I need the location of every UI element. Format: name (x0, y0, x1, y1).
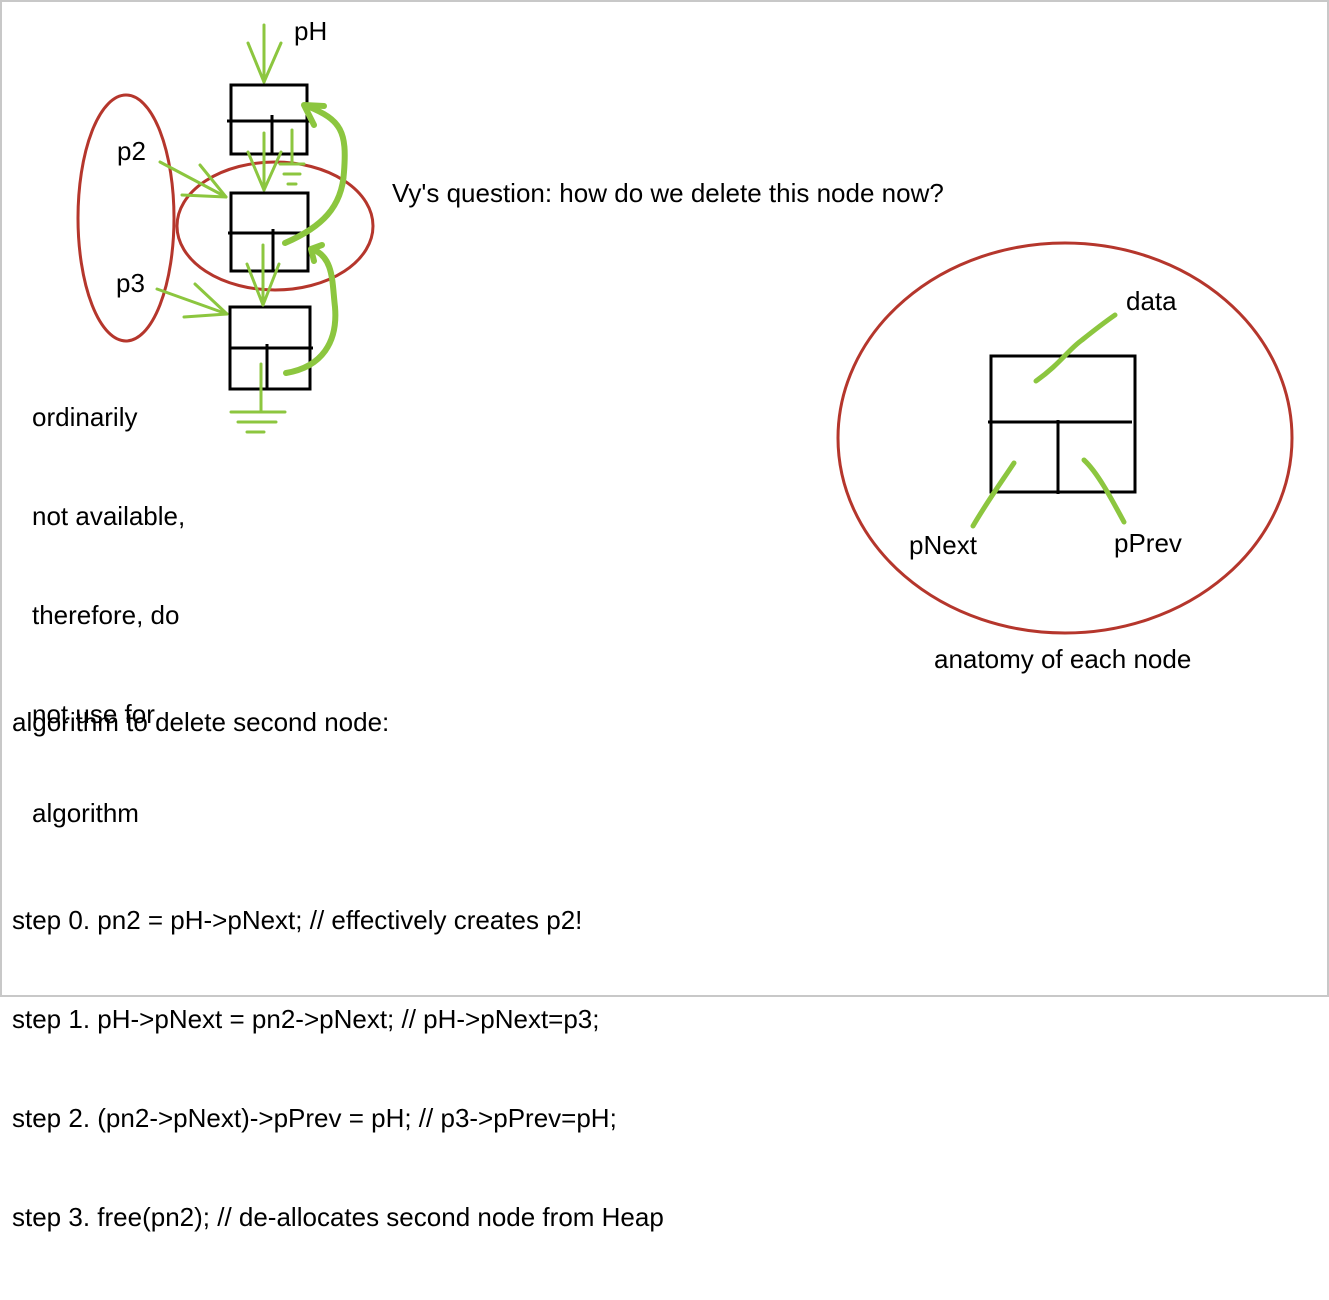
node-3 (228, 305, 313, 391)
anatomy-pprev-label: pPrev (1114, 528, 1182, 558)
p2-label: p2 (117, 136, 146, 166)
algorithm-step: step 3. free(pn2); // de-allocates secon… (12, 1202, 664, 1232)
anatomy-ellipse (836, 241, 1294, 635)
node-1 (227, 83, 313, 156)
note-line: ordinarily (32, 402, 138, 432)
algorithm-step: step 0. pn2 = pH->pNext; // effectively … (12, 905, 583, 935)
algorithm-block: algorithm to delete second node: step 0.… (12, 640, 664, 1300)
algorithm-step: step 2. (pn2->pNext)->pPrev = pH; // p3-… (12, 1103, 617, 1133)
availability-note: ordinarily not available, therefore, do … (32, 335, 185, 896)
note-line: not use for (32, 699, 155, 729)
diagram-drawing (76, 23, 1294, 635)
algorithm-spacer (12, 805, 664, 838)
node3-pprev-arrow (283, 246, 339, 376)
note-line: not available, (32, 501, 186, 531)
data-pointer-line (1033, 312, 1118, 384)
anatomy-pnext-label: pNext (909, 530, 977, 560)
green-arrows (155, 23, 306, 434)
question-text: Vy's question: how do we delete this nod… (392, 178, 944, 208)
algorithm-step: step 1. pH->pNext = pn2->pNext; // pH->p… (12, 1004, 600, 1034)
anatomy-data-label: data (1126, 286, 1177, 316)
ph-label: pH (294, 16, 328, 46)
note-line: algorithm (32, 798, 139, 828)
pprev-pointer-line (1081, 457, 1127, 525)
anatomy-pointers (970, 312, 1127, 529)
node-2 (228, 191, 310, 273)
node2-pprev-arrow (282, 103, 348, 246)
whiteboard-canvas: pH p2 p3 Vy's question: how do we delete… (0, 0, 1329, 1232)
pnext-pointer-line (970, 460, 1017, 529)
note-line: therefore, do (32, 600, 180, 630)
anatomy-caption: anatomy of each node (934, 644, 1192, 674)
p2-p3-highlight-ellipse (76, 93, 176, 343)
algorithm-title: algorithm to delete second node: (12, 707, 390, 737)
pprev-arrows (282, 102, 348, 376)
p3-label: p3 (116, 268, 145, 298)
